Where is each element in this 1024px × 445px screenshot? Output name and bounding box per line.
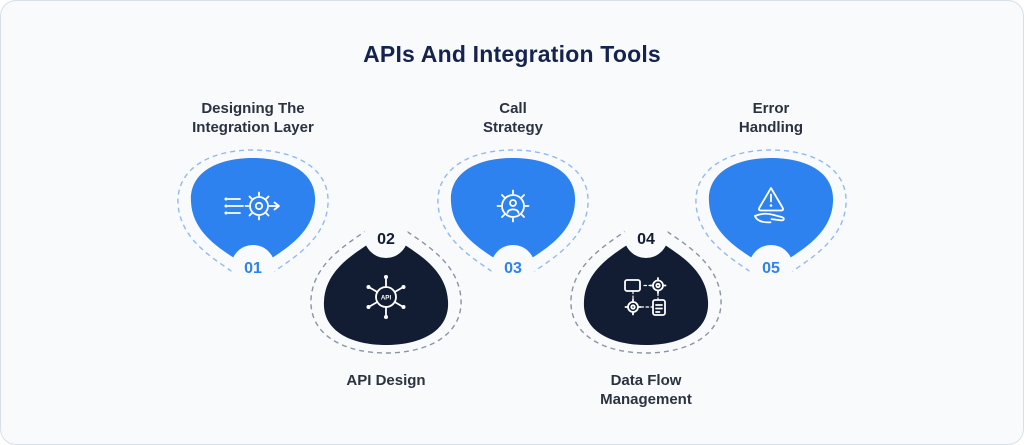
data-flow-icon [624, 277, 667, 316]
step-number: 02 [377, 231, 395, 248]
step-label-line: API Design [346, 372, 426, 389]
step-label: Call Strategy [483, 87, 543, 137]
step-item-05: Error Handling 05 [671, 87, 871, 292]
step-label-line: Management [600, 391, 692, 408]
step-label-line: Designing The [201, 100, 305, 117]
step-label: API Design [346, 371, 425, 390]
step-item-03: Call Strategy 03 [413, 87, 613, 292]
step-label: Data Flow Management [600, 371, 692, 409]
petal-shape: 03 [437, 149, 589, 290]
step-item-02: 02 API API Design [286, 211, 486, 390]
gear-integration-icon [224, 191, 280, 221]
step-number: 05 [762, 260, 780, 277]
petal-shape: 02 API [310, 213, 462, 354]
step-label-line: Integration Layer [192, 119, 314, 136]
step-number: 03 [504, 260, 522, 277]
petal-shape: 01 [177, 149, 329, 290]
step-label: Designing The Integration Layer [192, 87, 314, 137]
step-item-01: Designing The Integration Layer 01 [153, 87, 353, 292]
step-label-line: Error [752, 100, 790, 117]
api-hub-icon: API [366, 275, 406, 319]
petal-shape: 05 [695, 149, 847, 290]
step-label-line: Call [499, 100, 527, 117]
step-label-line: Data Flow [610, 372, 682, 389]
error-hand-icon [754, 187, 785, 224]
petal-shape: 04 [570, 213, 722, 354]
page-title: APIs And Integration Tools [363, 41, 661, 67]
step-number: 01 [244, 260, 262, 277]
step-label-line: Strategy [482, 119, 544, 136]
step-label: Error Handling [739, 87, 803, 137]
step-item-04: 04 Data Flow Management [546, 211, 746, 409]
api-icon-label: API [381, 294, 392, 301]
gear-person-icon [496, 189, 530, 223]
step-label-line: Handling [738, 119, 804, 136]
step-number: 04 [637, 231, 655, 248]
